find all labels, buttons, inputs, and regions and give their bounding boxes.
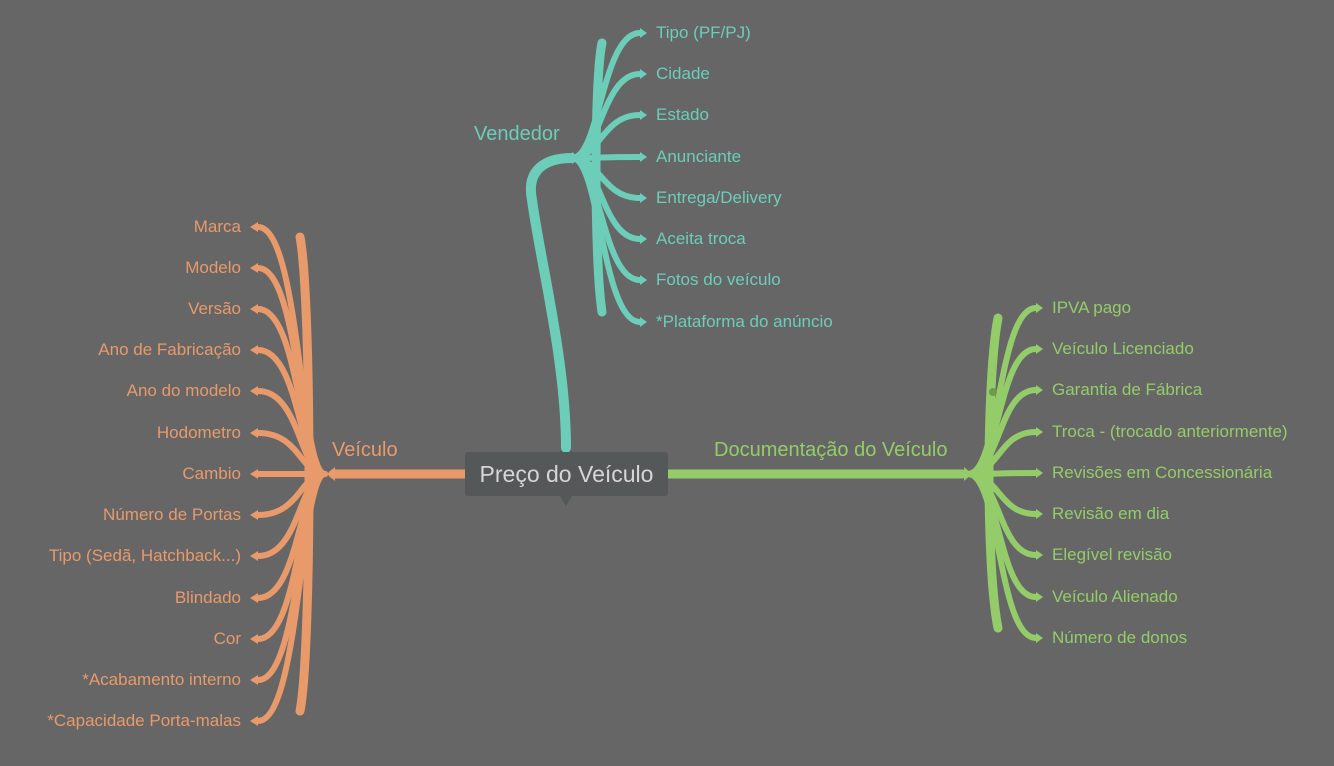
documentacao-item[interactable]: IPVA pago [1052, 298, 1132, 317]
vendedor-item[interactable]: Anunciante [656, 147, 742, 166]
veiculo-connector-tip [250, 304, 258, 314]
vendedor-item[interactable]: Entrega/Delivery [656, 188, 782, 207]
documentacao-item[interactable]: Garantia de Fábrica [1052, 380, 1203, 399]
documentacao-connector-tip [1036, 468, 1043, 478]
root-bottom-notch [560, 496, 572, 506]
veiculo-connector-tip [250, 551, 258, 561]
veiculo-item[interactable]: Versão [188, 299, 241, 318]
branch-title-vendedor[interactable]: Vendedor [474, 123, 560, 145]
veiculo-item[interactable]: *Capacidade Porta-malas [47, 711, 241, 730]
documentacao-marker-dot [989, 388, 997, 396]
vendedor-connector-tip [640, 317, 647, 327]
documentacao-connector-tip [1036, 509, 1043, 519]
veiculo-item[interactable]: Ano do modelo [126, 381, 241, 400]
veiculo-junction-marker [327, 467, 335, 481]
vendedor-connector-tip [640, 234, 647, 244]
vendedor-trunk [525, 153, 577, 453]
documentacao-item[interactable]: Elegível revisão [1052, 545, 1173, 564]
vendedor-item[interactable]: Aceita troca [656, 229, 746, 248]
veiculo-connector [255, 471, 328, 724]
veiculo-connector-tip [250, 345, 258, 355]
vendedor-connector-tip [640, 275, 647, 285]
vendedor-connector [569, 155, 643, 325]
documentacao-item[interactable]: Revisões em Concessionária [1052, 463, 1273, 482]
vendedor-item[interactable]: *Plataforma do anúncio [656, 312, 833, 331]
documentacao-connector-tip [1036, 592, 1043, 602]
veiculo-connector-tip [250, 386, 258, 396]
veiculo-item[interactable]: Cor [213, 629, 241, 648]
vendedor-connector-tip [640, 28, 647, 38]
veiculo-connector-tip [250, 222, 258, 232]
documentacao-connector-tip [1036, 633, 1043, 643]
branch-title-veiculo[interactable]: Veículo [332, 439, 398, 461]
veiculo-item[interactable]: Tipo (Sedã, Hatchback...) [48, 546, 241, 565]
veiculo-item[interactable]: *Acabamento interno [82, 670, 241, 689]
documentacao-item[interactable]: Veículo Licenciado [1052, 339, 1194, 358]
veiculo-item[interactable]: Número de Portas [103, 505, 241, 524]
veiculo-connector-tip [250, 510, 258, 520]
vendedor-connector [569, 30, 643, 161]
veiculo-connector-tip [250, 593, 258, 603]
documentacao-connector-tip [1036, 385, 1043, 395]
veiculo-item[interactable]: Marca [193, 217, 241, 236]
veiculo-item[interactable]: Hodometro [156, 423, 241, 442]
veiculo-connector-tip [250, 263, 258, 273]
branch-title-documentacao[interactable]: Documentação do Veículo [714, 439, 948, 461]
veiculo-item[interactable]: Modelo [185, 258, 241, 277]
documentacao-connector-tip [1036, 303, 1043, 313]
veiculo-connector-tip [250, 469, 258, 479]
veiculo-item[interactable]: Blindado [174, 588, 241, 607]
documentacao-connector-tip [1036, 427, 1043, 437]
documentacao-connector-tip [1036, 550, 1043, 560]
veiculo-item[interactable]: Cambio [182, 464, 241, 483]
documentacao-connector-tip [1036, 344, 1043, 354]
vendedor-connector-tip [640, 69, 647, 79]
vendedor-item[interactable]: Fotos do veículo [656, 270, 781, 289]
documentacao-item[interactable]: Troca - (trocado anteriormente) [1052, 422, 1288, 441]
vendedor-item[interactable]: Cidade [656, 64, 710, 83]
vendedor-connector-tip [640, 193, 647, 203]
veiculo-connector-tip [250, 634, 258, 644]
documentacao-item[interactable]: Revisão em dia [1052, 504, 1170, 523]
documentacao-connector [965, 471, 1039, 641]
veiculo-connector-tip [250, 716, 258, 726]
documentacao-item[interactable]: Veículo Alienado [1052, 587, 1178, 606]
documentacao-item[interactable]: Número de donos [1052, 628, 1188, 647]
vendedor-connector-tip [640, 110, 647, 120]
central-topic[interactable]: Preço do Veículo [465, 452, 668, 496]
veiculo-connector-tip [250, 675, 258, 685]
vendedor-item[interactable]: Estado [656, 105, 709, 124]
vendedor-connector-tip [640, 152, 647, 162]
veiculo-connector-tip [250, 428, 258, 438]
veiculo-item[interactable]: Ano de Fabricação [98, 340, 241, 359]
vendedor-item[interactable]: Tipo (PF/PJ) [656, 23, 751, 42]
